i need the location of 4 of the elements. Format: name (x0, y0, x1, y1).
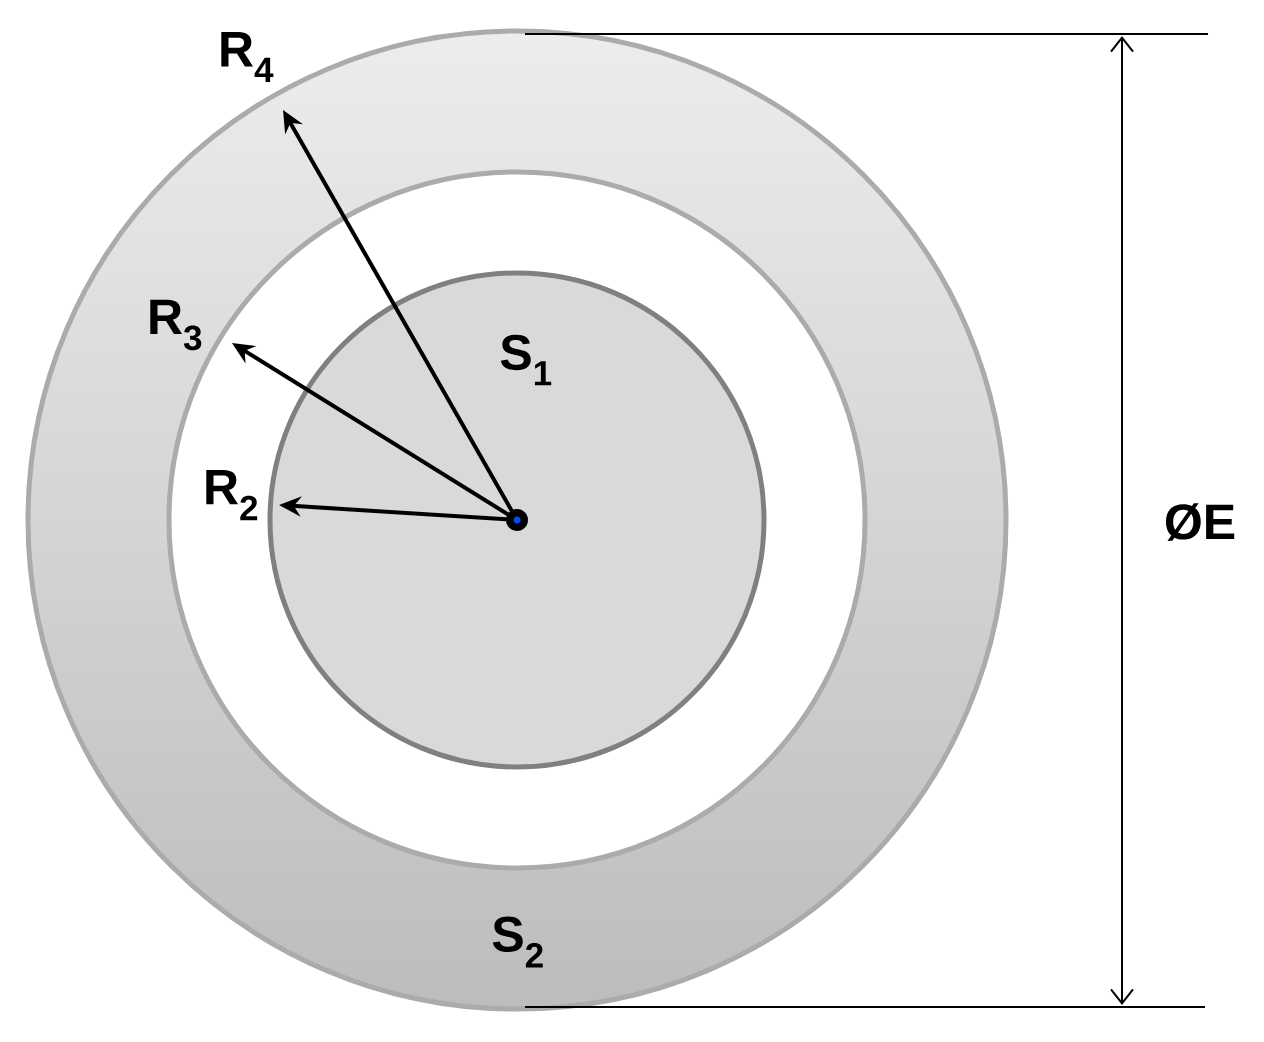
dimension-label: ØE (1165, 503, 1235, 541)
radius-label: R$_{4}$ (221, 32, 274, 82)
radius-label: R$_{3}$ (150, 299, 202, 351)
inner-core-section: S$_{1}$ (267, 270, 767, 770)
